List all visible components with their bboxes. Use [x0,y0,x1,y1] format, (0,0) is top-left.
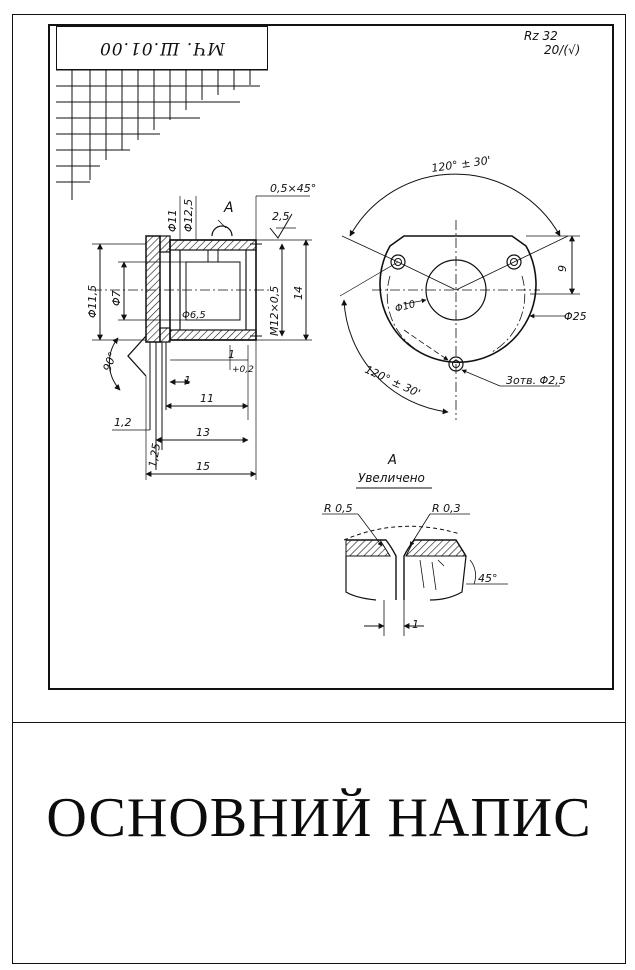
label-h14: 14 [292,286,305,300]
label-len-0-2: +0,2 [232,365,254,375]
label-d11-5: Φ11,5 [86,285,99,318]
label-angle-90: 90° [101,350,120,373]
detail-subtitle: Увеличено [358,471,425,485]
label-chamfer: 0,5×45° [270,182,316,195]
label-r03: R 0,3 [432,502,461,515]
drawing-sheet [12,14,626,964]
label-angle-120-top: 120° ± 30' [431,154,492,175]
label-len-1b: 1 [228,348,235,361]
section-view [92,195,312,480]
label-section-marker: A [223,200,234,216]
label-thread: M12×0,5 [268,286,281,336]
label-len-1-2: 1,2 [114,416,132,429]
label-d6-5: Φ6,5 [182,310,206,321]
title-block-divider [12,722,626,723]
label-holes: 3отв. Φ2,5 [506,374,566,387]
label-len-1-25: 1,25 [146,442,163,468]
detail-a-labels: А Увеличено R 0,5 R 0,3 45° 1 [324,453,498,631]
title-block-label: ОСНОВНИЙ НАПИС [46,787,592,849]
front-view-labels: 120° ± 30' 120° ± 30' 9 Φ25 Φ10 3отв. Φ2… [363,154,587,400]
label-r05: R 0,5 [324,502,353,515]
label-detail-1: 1 [412,618,419,631]
label-d7: Φ7 [110,290,123,306]
label-d12-5: Φ12,5 [182,199,195,232]
roughness-label: Rz 32 [524,29,558,43]
label-rough-2-5: 2,5 [272,210,290,223]
label-len-11: 11 [200,392,214,405]
label-d11: Φ11 [166,209,179,232]
label-dim-9: 9 [556,265,569,272]
label-angle-45: 45° [478,572,498,585]
label-len-1: 1 [184,374,191,387]
label-len-15: 15 [196,460,210,473]
label-angle-120-bottom: 120° ± 30' [363,363,423,400]
revision-grid [56,69,268,200]
label-d10: Φ10 [394,299,417,315]
drawing-frame [48,24,614,690]
front-view [339,173,580,420]
label-len-13: 13 [196,426,210,439]
detail-title: А [387,453,397,468]
roughness-sub: 20/(√) [544,43,581,57]
detail-a [322,487,508,636]
section-view-labels: 0,5×45° Φ11 Φ12,5 A 2,5 Φ11,5 Φ7 Φ6,5 M1… [86,182,316,473]
label-d25: Φ25 [564,310,587,323]
